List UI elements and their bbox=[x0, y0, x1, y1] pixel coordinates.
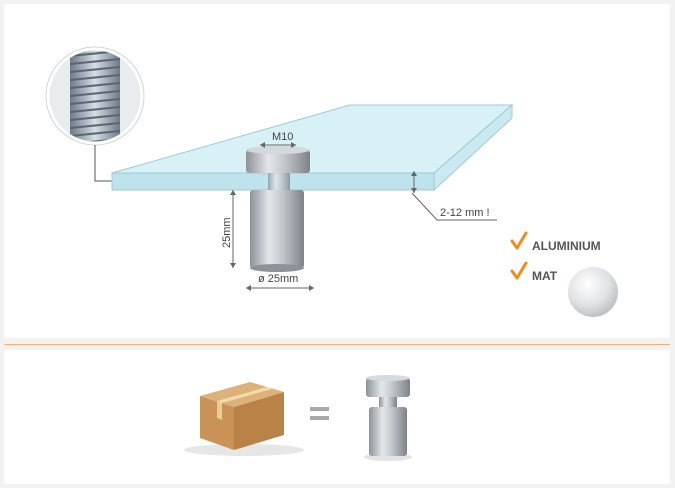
diameter-label: ø 25mm bbox=[258, 273, 298, 285]
thread-ridge bbox=[69, 98, 121, 105]
glass-panel bbox=[111, 103, 514, 192]
thread-ridge bbox=[69, 90, 121, 97]
thread-size-label: M10 bbox=[272, 131, 293, 143]
checkmark-icon bbox=[510, 231, 528, 250]
matte-finish-swatch bbox=[568, 267, 618, 317]
thread-ridge bbox=[69, 74, 121, 81]
checkmark-icon bbox=[510, 261, 528, 280]
feature-label: ALUMINIUM bbox=[532, 239, 601, 253]
section-divider bbox=[4, 344, 670, 345]
cardboard-box-icon bbox=[184, 382, 304, 456]
feature-aluminium: ALUMINIUM bbox=[510, 231, 601, 253]
height-label: 25mm bbox=[221, 217, 233, 248]
thread-ridge bbox=[69, 130, 121, 137]
feature-label: MAT bbox=[532, 269, 558, 283]
package-contents-diagram bbox=[184, 375, 412, 461]
thread-detail-icon bbox=[45, 46, 145, 146]
thread-ridge bbox=[69, 114, 121, 121]
thread-ridge bbox=[69, 82, 121, 89]
thread-ridge bbox=[69, 122, 121, 129]
equals-sign bbox=[310, 407, 329, 420]
thread-ridge bbox=[69, 66, 121, 73]
thread-ridge bbox=[69, 106, 121, 113]
product-diagram-panel: M10 25mm ø 25mm 2-12 mm ! ALUMINIUM MAT bbox=[4, 4, 670, 338]
feature-mat: MAT bbox=[510, 261, 558, 283]
package-contents-panel bbox=[4, 350, 670, 484]
standoff-product-icon bbox=[364, 375, 412, 461]
standoff-diagram: M10 25mm ø 25mm 2-12 mm ! ALUMINIUM MAT bbox=[45, 46, 618, 317]
panel-thickness-label: 2-12 mm ! bbox=[440, 207, 490, 219]
standoff-body bbox=[250, 190, 304, 272]
standoff-cap bbox=[246, 146, 310, 190]
thread-ridge bbox=[69, 58, 121, 65]
